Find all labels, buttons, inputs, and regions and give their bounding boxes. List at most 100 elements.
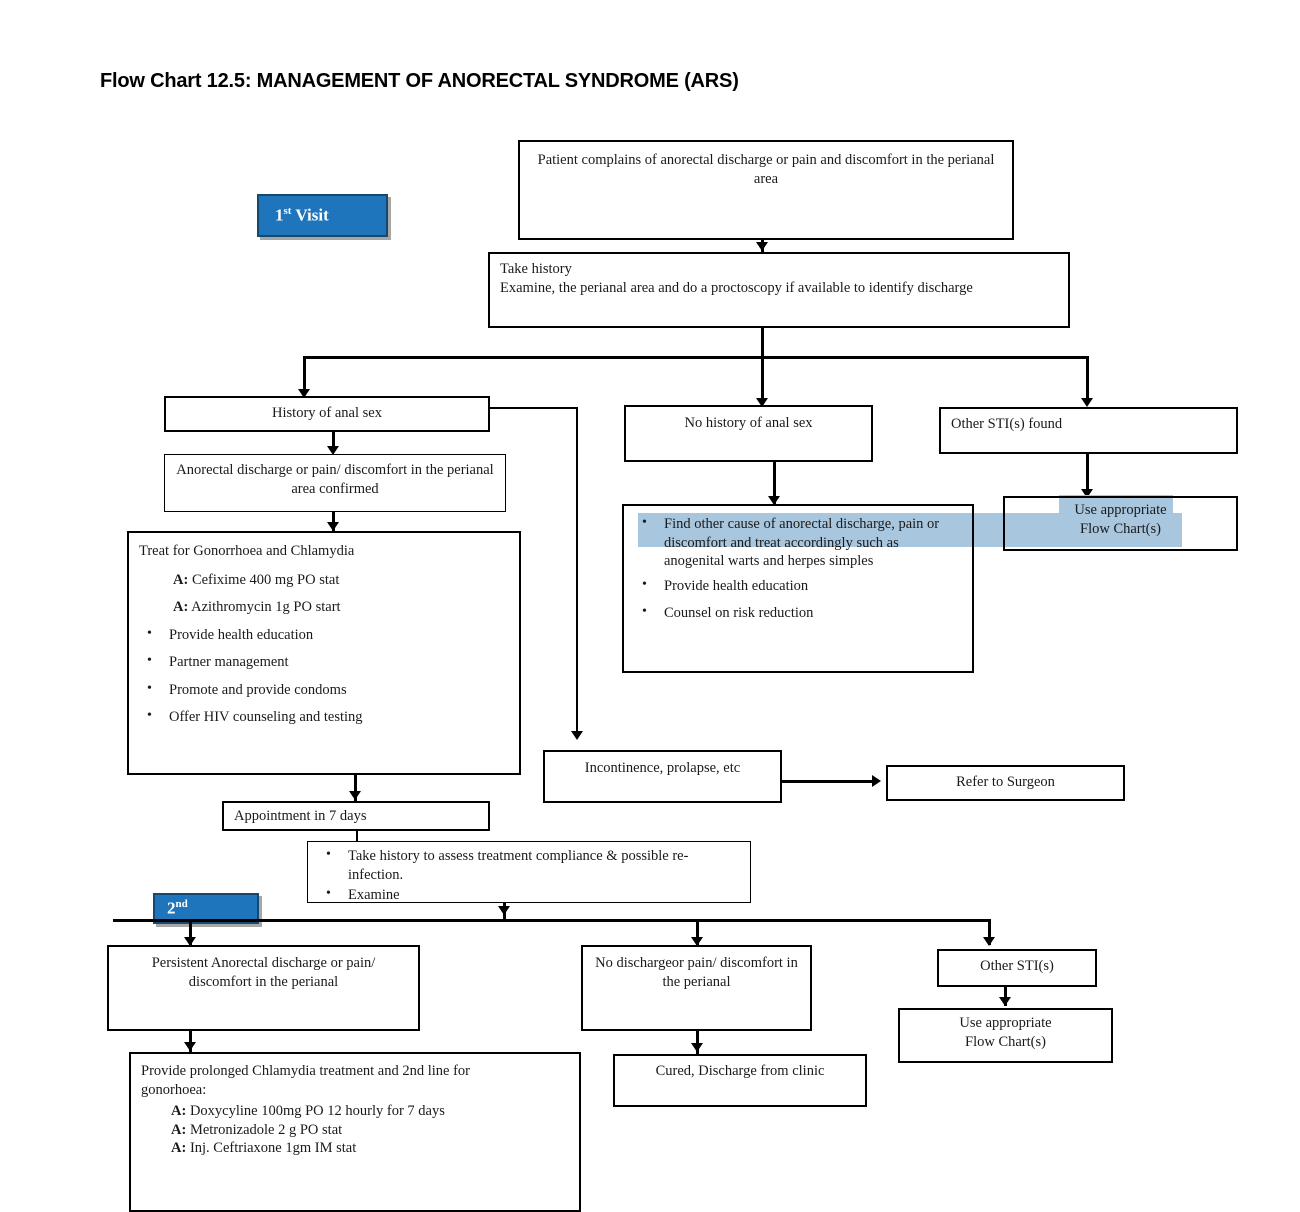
- node-patient-complaint: Patient complains of anorectal discharge…: [518, 140, 1014, 240]
- assess-bullet-0: Take history to assess treatment complia…: [318, 846, 740, 884]
- node-use-appropriate-1: Use appropriate Flow Chart(s): [1003, 496, 1238, 551]
- node-take-history-line2: Examine, the perianal area and do a proc…: [500, 279, 973, 296]
- arrow-down-icon: [768, 496, 780, 505]
- node-no-history-anal-sex-text: No history of anal sex: [684, 415, 813, 431]
- node-find-other-cause: Find other cause of anorectal discharge,…: [622, 504, 974, 673]
- connector-incontinence-to-surgeon: [782, 780, 874, 783]
- arrow-down-icon: [756, 398, 768, 407]
- node-refer-to-surgeon: Refer to Surgeon: [886, 765, 1125, 801]
- badge-first-visit-suffix: st: [283, 205, 292, 218]
- node-appointment-7-days: Appointment in 7 days: [222, 801, 490, 831]
- connector-nohistory-to-othercause: [773, 462, 776, 504]
- arrow-down-icon: [298, 389, 310, 398]
- badge-second-visit-suffix: nd: [175, 898, 188, 911]
- selection-highlight-band-top: [1059, 495, 1173, 513]
- prolonged-drug-1: A: Metronizadole 2 g PO stat: [141, 1121, 569, 1140]
- arrow-down-icon: [756, 242, 768, 251]
- node-incontinence: Incontinence, prolapse, etc: [543, 750, 782, 803]
- connector-second-branch-right: [988, 919, 991, 945]
- connector-second-branch-middle: [696, 919, 699, 945]
- badge-second-visit-number: 2: [167, 898, 176, 918]
- treat-bullet-3: Offer HIV counseling and testing: [139, 707, 509, 727]
- arrow-down-icon: [1081, 489, 1093, 498]
- node-use-appropriate-1-line2: Flow Chart(s): [1080, 520, 1161, 537]
- connector-history-to-confirmed: [332, 432, 335, 452]
- node-use-appropriate-1-line1: Use appropriate: [1074, 502, 1167, 518]
- connector-history-bus: [303, 356, 1089, 359]
- prolonged-drug-label-0: A:: [171, 1103, 187, 1120]
- prolonged-drug-text-1: Metronizadole 2 g PO stat: [189, 1121, 343, 1138]
- badge-second-visit-label: 2nd: [155, 898, 188, 919]
- arrow-down-icon: [999, 997, 1011, 1006]
- treat-drug-text-1: Azithromycin 1g PO start: [191, 599, 341, 616]
- node-use-appropriate-2: Use appropriate Flow Chart(s): [898, 1008, 1113, 1063]
- arrow-down-icon: [983, 937, 995, 946]
- node-no-history-anal-sex: No history of anal sex: [624, 405, 873, 462]
- arrow-down-icon: [184, 937, 196, 946]
- node-take-history-line1: Take history: [500, 261, 572, 277]
- treat-drug-text-0: Cefixime 400 mg PO stat: [191, 571, 340, 588]
- connector-branch-right: [1086, 356, 1089, 403]
- connector-branch-left: [303, 356, 306, 394]
- node-persistent-discharge-text: Persistent Anorectal discharge or pain/ …: [151, 955, 376, 990]
- prolonged-drug-label-1: A:: [171, 1121, 187, 1138]
- arrow-down-icon: [349, 791, 361, 800]
- connector-history-to-incontinence-h: [490, 407, 578, 409]
- page-title: Flow Chart 12.5: MANAGEMENT OF ANORECTAL…: [100, 70, 739, 92]
- node-use-appropriate-2-line1: Use appropriate: [959, 1015, 1052, 1031]
- other-cause-bullet-list: Find other cause of anorectal discharge,…: [634, 514, 962, 623]
- connector-history-to-incontinence-v: [576, 407, 578, 735]
- node-other-sti-found-text: Other STI(s) found: [951, 416, 1063, 432]
- other-cause-bullet-1: Provide health education: [634, 576, 962, 596]
- connector-branch-middle: [761, 356, 764, 403]
- node-patient-complaint-text: Patient complains of anorectal discharge…: [537, 152, 995, 187]
- node-other-sti-2-text: Other STI(s): [980, 958, 1054, 974]
- treat-drug-label-0: A:: [173, 571, 189, 588]
- arrow-down-icon: [184, 1042, 196, 1051]
- connector-second-visit-bus: [113, 919, 989, 922]
- other-cause-bullet-0: Find other cause of anorectal discharge,…: [634, 514, 962, 571]
- node-appointment-7-days-text: Appointment in 7 days: [234, 808, 367, 824]
- treat-drug-label-1: A:: [173, 599, 189, 616]
- prolonged-heading-line1: Provide prolonged Chlamydia treatment an…: [141, 1063, 470, 1079]
- connector-othersti2-to-useappropriate2: [1004, 987, 1007, 1006]
- arrow-down-icon: [1081, 398, 1093, 407]
- node-discharge-confirmed: Anorectal discharge or pain/ discomfort …: [164, 454, 506, 512]
- node-persistent-discharge: Persistent Anorectal discharge or pain/ …: [107, 945, 420, 1031]
- assess-bullet-list: Take history to assess treatment complia…: [318, 846, 740, 905]
- arrow-down-icon: [571, 731, 583, 740]
- arrow-down-icon: [691, 937, 703, 946]
- node-discharge-confirmed-text: Anorectal discharge or pain/ discomfort …: [176, 462, 494, 497]
- treat-drug-1: A: Azithromycin 1g PO start: [139, 598, 509, 617]
- connector-history-stem: [761, 328, 764, 356]
- node-assess-compliance: Take history to assess treatment complia…: [307, 841, 751, 903]
- node-take-history: Take history Examine, the perianal area …: [488, 252, 1070, 328]
- prolonged-drug-text-0: Doxycyline 100mg PO 12 hourly for 7 days: [189, 1103, 445, 1120]
- connector-second-branch-left: [189, 919, 192, 945]
- node-incontinence-text: Incontinence, prolapse, etc: [584, 760, 741, 776]
- prolonged-drug-0: A: Doxycyline 100mg PO 12 hourly for 7 d…: [141, 1102, 569, 1121]
- node-cured-discharge-text: Cured, Discharge from clinic: [655, 1063, 825, 1079]
- node-other-sti-2: Other STI(s): [937, 949, 1097, 987]
- badge-first-visit-label: 1st Visit: [259, 205, 329, 226]
- other-cause-bullet-2: Counsel on risk reduction: [634, 603, 962, 623]
- node-prolonged-treatment: Provide prolonged Chlamydia treatment an…: [129, 1052, 581, 1212]
- badge-first-visit-number: 1: [275, 205, 284, 225]
- prolonged-drug-text-2: Inj. Ceftriaxone 1gm IM stat: [189, 1140, 357, 1157]
- node-treat-gonorrhoea: Treat for Gonorrhoea and Chlamydia A: Ce…: [127, 531, 521, 775]
- connector-othersti-to-useappropriate: [1086, 454, 1089, 496]
- node-no-discharge: No dischargeor pain/ discomfort in the p…: [581, 945, 812, 1031]
- badge-first-visit-word: Visit: [295, 205, 329, 225]
- node-cured-discharge: Cured, Discharge from clinic: [613, 1054, 867, 1107]
- treat-heading: Treat for Gonorrhoea and Chlamydia: [139, 543, 355, 559]
- connector-treat-to-appointment: [354, 775, 357, 801]
- selection-highlight-band-right: [960, 513, 1182, 547]
- arrow-down-icon: [327, 522, 339, 531]
- node-refer-to-surgeon-text: Refer to Surgeon: [956, 774, 1055, 790]
- treat-bullet-list: Provide health education Partner managem…: [139, 625, 509, 727]
- treat-bullet-2: Promote and provide condoms: [139, 680, 509, 700]
- node-history-anal-sex-text: History of anal sex: [272, 405, 382, 421]
- node-no-discharge-text: No dischargeor pain/ discomfort in the p…: [595, 955, 798, 990]
- prolonged-drug-label-2: A:: [171, 1140, 187, 1157]
